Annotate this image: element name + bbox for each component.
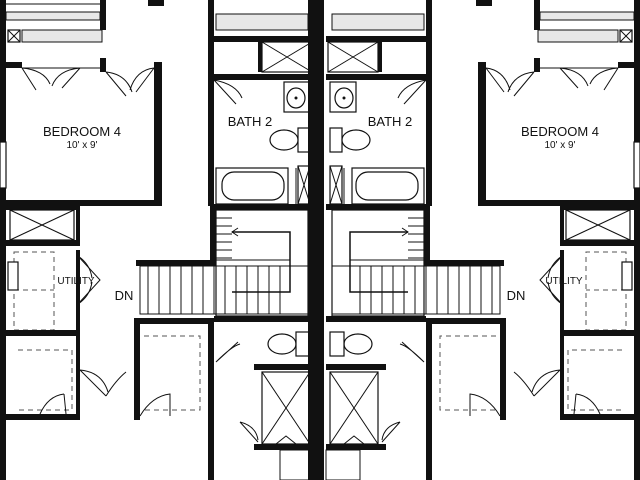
top-closet-left — [5, 0, 106, 43]
bath-left: BATH 2 — [208, 0, 314, 210]
bath-right-label: BATH 2 — [368, 114, 413, 129]
stair-right-dn: DN — [507, 288, 526, 303]
bedroom-left-size: 10' x 9' — [66, 140, 97, 151]
unit-left: BEDROOM 4 10' x 9' UTILITY — [0, 0, 316, 480]
unit-right — [316, 0, 640, 480]
stair-left: DN — [115, 204, 309, 317]
bedroom-left-name: BEDROOM 4 — [43, 124, 121, 139]
utility-right-label: UTILITY — [545, 276, 583, 287]
stair-run — [331, 265, 501, 315]
lower-closets-left — [6, 318, 214, 480]
linen-closet-left — [6, 206, 80, 246]
bedroom-right-size: 10' x 9' — [544, 140, 575, 151]
utility-left: UTILITY — [6, 206, 101, 336]
bedroom-right-name: BEDROOM 4 — [521, 124, 599, 139]
bath-left-label: BATH 2 — [228, 114, 273, 129]
stair-left-dn: DN — [115, 288, 134, 303]
utility-left-label: UTILITY — [57, 276, 95, 287]
bedroom-left-closet-doors — [21, 67, 155, 97]
